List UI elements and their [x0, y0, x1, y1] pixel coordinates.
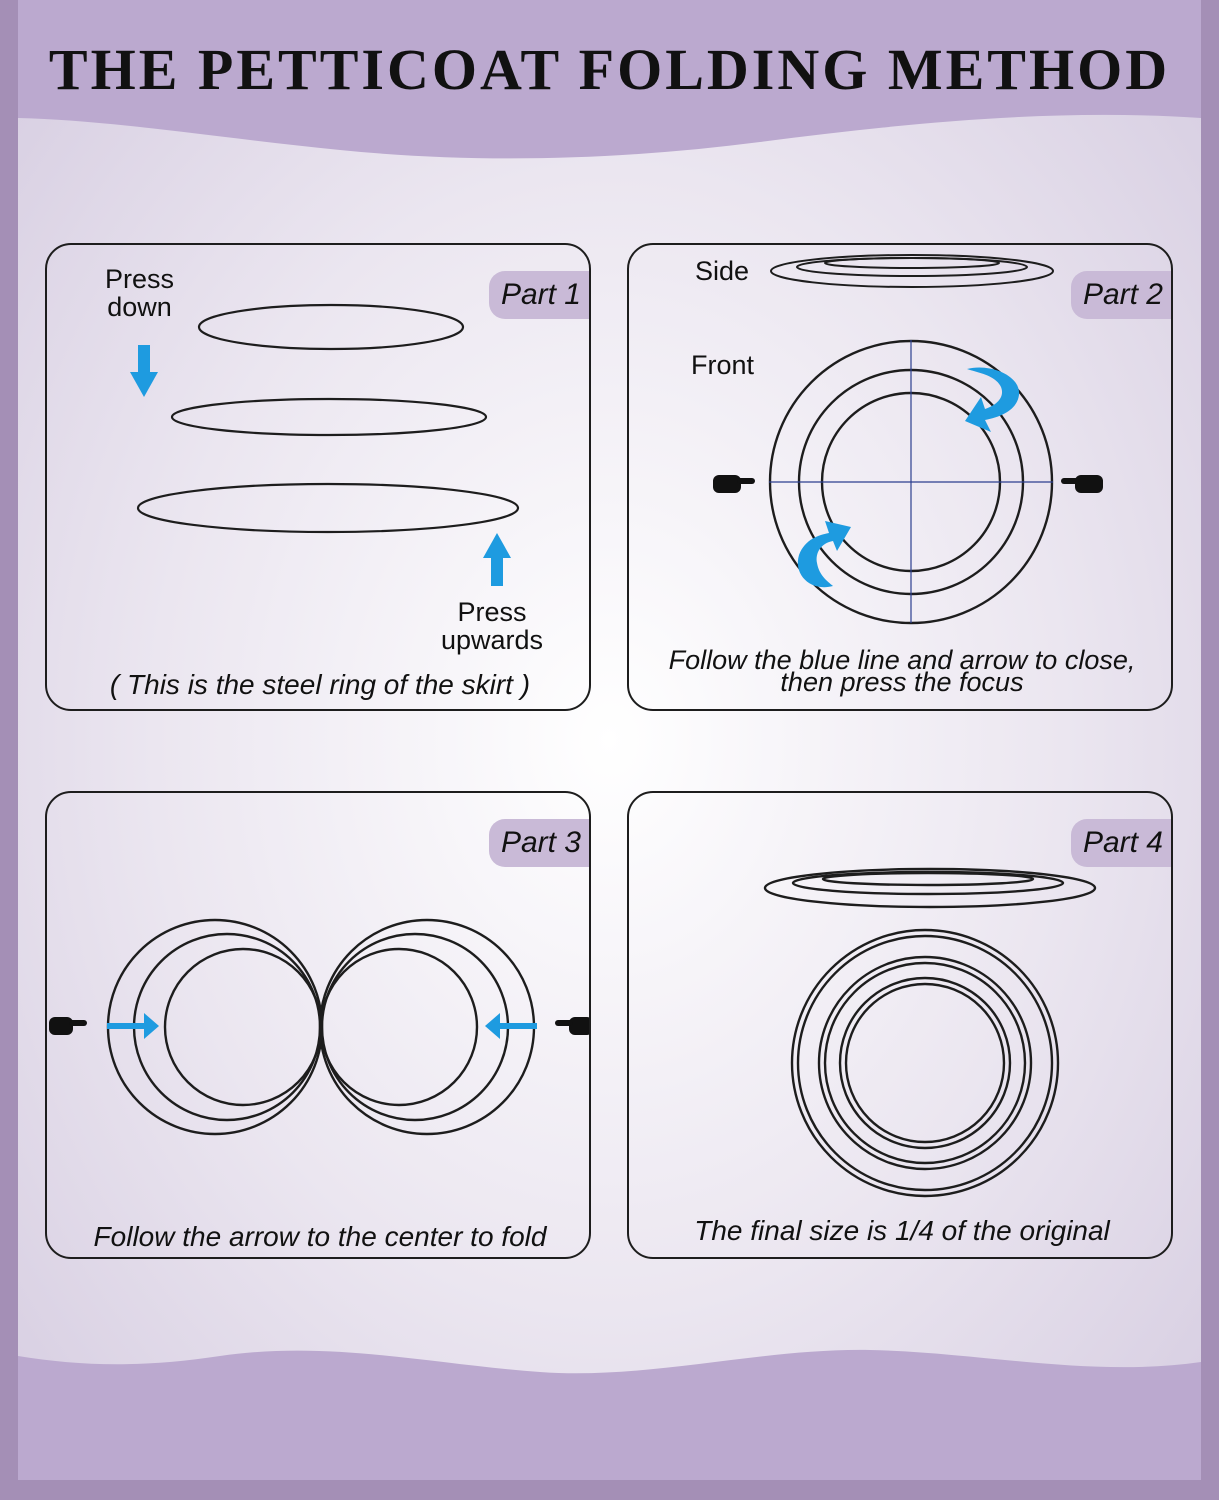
side-view-rings	[770, 254, 1054, 288]
folded-front-view	[790, 928, 1060, 1198]
part-2-caption: Follow the blue line and arrow to close,…	[629, 645, 1171, 697]
part-2-caption-line-2: then press the focus	[780, 667, 1024, 697]
part-1-caption: ( This is the steel ring of the skirt )	[109, 669, 531, 700]
pointing-hand-icon	[1061, 475, 1103, 493]
part-4-diagram	[763, 867, 1097, 1198]
part-2-diagram	[713, 254, 1103, 625]
panel-part-4: Part 4 The final size is 1/4 of the orig…	[627, 791, 1173, 1259]
page-title: THE PETTICOAT FOLDING METHOD	[48, 37, 1171, 102]
part-3-caption: Follow the arrow to the center to fold	[93, 1221, 547, 1252]
tab-part-1: Part 1	[488, 271, 589, 319]
front-label: Front	[691, 350, 755, 380]
steel-ring-large	[136, 482, 520, 534]
part-4-caption: The final size is 1/4 of the original	[694, 1215, 1110, 1246]
press-down-label-line-2: down	[107, 292, 172, 322]
press-down-label-line-1: Press	[105, 264, 175, 294]
folded-side-view	[763, 867, 1097, 909]
press-upwards-label-line-1: Press	[457, 597, 527, 627]
curved-arrow-icon	[965, 367, 1020, 432]
header-band	[18, 0, 1201, 159]
arrow-down-icon	[130, 345, 158, 397]
steel-ring-small	[197, 303, 465, 351]
panel-part-3: Part 3 Follow the arrow to the center to…	[45, 791, 591, 1259]
tab-part-2: Part 2	[1070, 271, 1171, 319]
press-upwards-label: Press upwards	[441, 598, 543, 654]
content-area	[18, 0, 1201, 1480]
tab-part-4: Part 4	[1070, 819, 1171, 867]
pointing-hand-icon	[713, 475, 755, 493]
pointing-hand-icon	[49, 1017, 87, 1035]
arrow-left-icon	[485, 1013, 537, 1039]
press-down-label: Press down	[105, 265, 174, 321]
side-label: Side	[695, 256, 750, 286]
tab-part-3: Part 3	[488, 819, 589, 867]
footer-band	[18, 1349, 1201, 1480]
arrow-right-icon	[107, 1013, 159, 1039]
arrow-up-icon	[483, 533, 511, 586]
part-1-diagram	[130, 303, 520, 586]
curved-arrow-icon	[797, 521, 851, 588]
focus-crosshair	[769, 340, 1053, 623]
steel-ring-medium	[170, 397, 488, 437]
press-upwards-label-line-2: upwards	[441, 625, 544, 655]
part-2-caption-line-1: Follow the blue line and arrow to close,	[668, 645, 1136, 675]
pointing-hand-icon	[555, 1017, 589, 1035]
panel-part-1: Press down Press upwards Part 1 ( This i…	[45, 243, 591, 711]
panel-part-2: Side Front Part 2 Follow the blue line a…	[627, 243, 1173, 711]
part-3-diagram	[49, 918, 589, 1136]
